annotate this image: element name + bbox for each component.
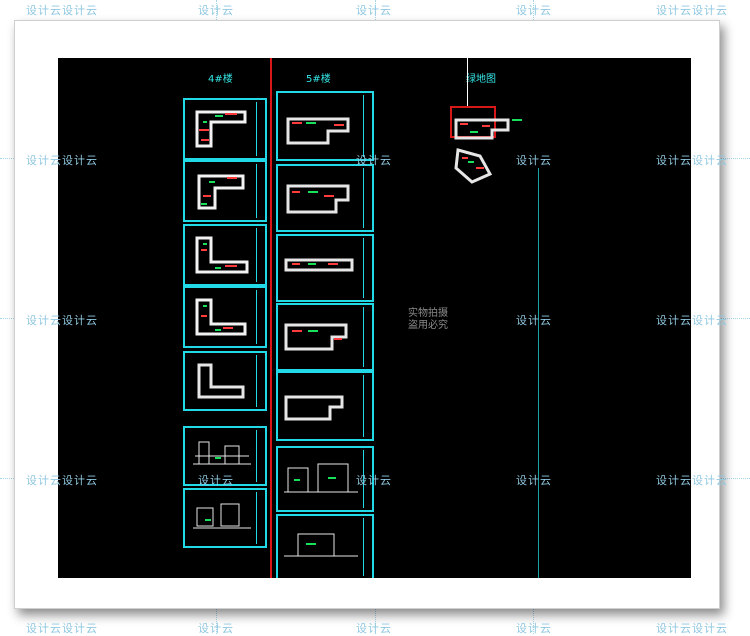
plan-sheet[interactable]: [276, 164, 374, 232]
watermark: 设计云设计云: [656, 314, 728, 327]
plan-sheet[interactable]: [183, 286, 267, 348]
column-label-mid: 5#楼: [306, 74, 331, 85]
column-label-right: 绿地图: [466, 74, 496, 85]
watermark: 设计云: [356, 154, 392, 167]
watermark: 设计云设计云: [26, 474, 98, 487]
watermark: 设计云: [356, 4, 392, 17]
overlay-caption-line2: 盗用必究: [408, 320, 448, 331]
watermark: 设计云设计云: [656, 4, 728, 17]
elevation-sheet[interactable]: [183, 426, 267, 486]
plan-sheet[interactable]: [183, 224, 267, 286]
column-label-left: 4#楼: [208, 74, 233, 85]
watermark: 设计云: [516, 622, 552, 635]
divider-line: [270, 58, 272, 578]
watermark: 设计云: [198, 4, 234, 17]
plan-sheet[interactable]: [183, 160, 267, 222]
overlay-caption-line1: 实物拍摄: [408, 308, 448, 319]
watermark: 设计云: [516, 314, 552, 327]
plan-sheet[interactable]: [276, 234, 374, 302]
watermark: 设计云设计云: [26, 622, 98, 635]
watermark: 设计云: [356, 474, 392, 487]
watermark: 设计云设计云: [26, 4, 98, 17]
elevation-sheet[interactable]: [183, 488, 267, 548]
watermark: 设计云: [356, 622, 392, 635]
watermark: 设计云设计云: [656, 622, 728, 635]
watermark: 设计云设计云: [656, 154, 728, 167]
plan-sheet[interactable]: [276, 91, 374, 161]
watermark: 设计云: [516, 4, 552, 17]
watermark: 设计云: [198, 474, 234, 487]
elevation-sheet[interactable]: [276, 514, 374, 578]
plan-sheet[interactable]: [183, 98, 267, 160]
overlay-caption: 实物拍摄 盗用必究: [388, 308, 468, 332]
site-plan-drawing: [454, 118, 522, 140]
watermark: 设计云设计云: [26, 154, 98, 167]
marker-line: [538, 168, 539, 578]
plan-sheet[interactable]: [183, 351, 267, 411]
plan-sheet[interactable]: [276, 371, 374, 441]
watermark: 设计云设计云: [26, 314, 98, 327]
elevation-sheet[interactable]: [276, 446, 374, 512]
watermark: 设计云: [198, 622, 234, 635]
site-plan-drawing: [454, 148, 493, 184]
watermark: 设计云设计云: [656, 474, 728, 487]
marker-line: [467, 58, 468, 106]
plan-sheet[interactable]: [276, 303, 374, 371]
watermark: 设计云: [516, 154, 552, 167]
cad-canvas: 4#楼 5#楼 绿地图: [58, 58, 691, 578]
watermark: 设计云: [516, 474, 552, 487]
